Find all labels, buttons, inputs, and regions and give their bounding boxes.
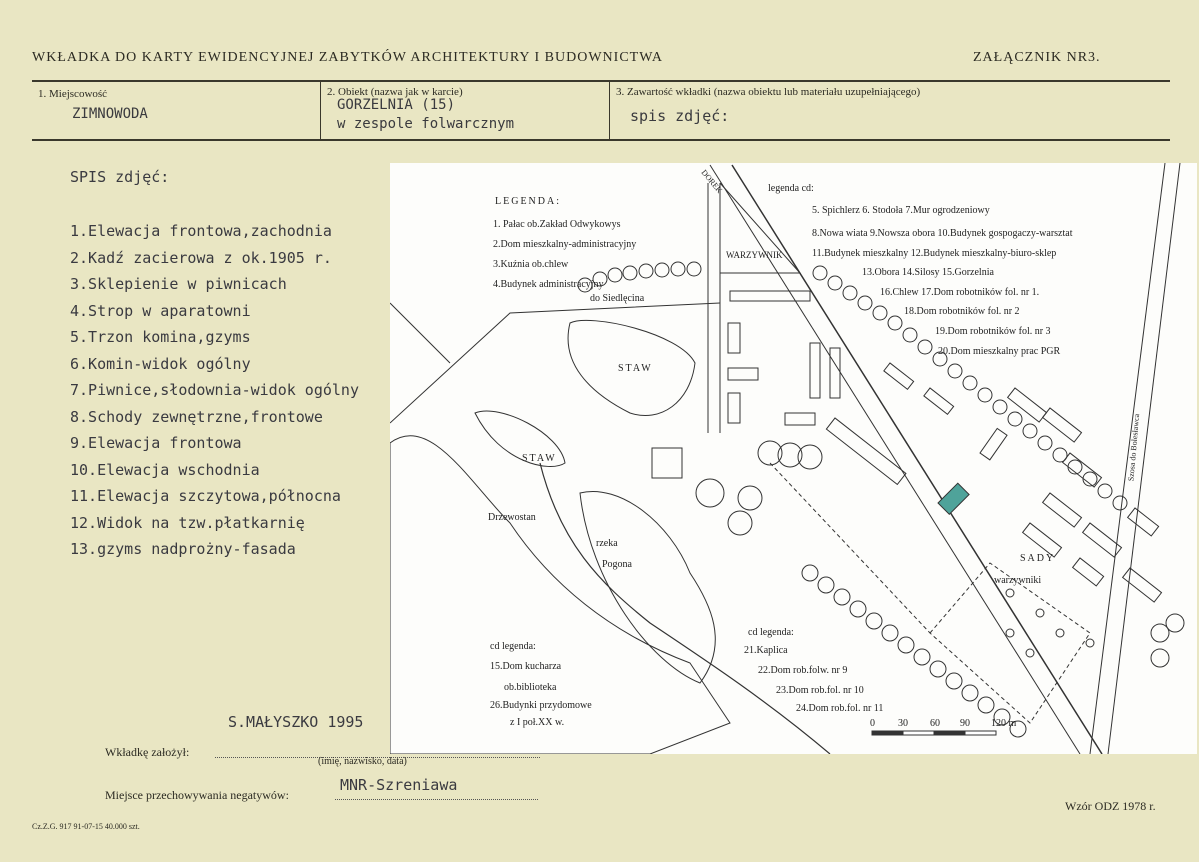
photo-list: 1.Elewacja frontowa,zachodnia 2.Kadź zac… [70, 218, 390, 563]
form-title: WKŁADKA DO KARTY EWIDENCYJNEJ ZABYTKÓW A… [32, 50, 663, 65]
legend-cd-item: 16.Chlew 17.Dom robotników fol. nr 1. [880, 287, 1040, 298]
object-value-2: w zespole folwarcznym [337, 116, 515, 132]
locality-value: ZIMNOWODA [72, 106, 148, 122]
list-item: 13.gzyms nadprożny-fasada [70, 540, 296, 558]
list-item: 8.Schody zewnętrzne,frontowe [70, 407, 323, 426]
legend-cd-item: 5. Spichlerz 6. Stodoła 7.Mur ogrodzenio… [812, 205, 990, 216]
legend-bl-title: cd legenda: [490, 641, 536, 652]
river-label: rzeka [596, 538, 618, 549]
model-label: Wzór ODZ 1978 r. [1065, 799, 1156, 813]
list-item: 11.Elewacja szczytowa,północna [70, 487, 341, 505]
legend-cd-item: 11.Budynek mieszkalny 12.Budynek mieszka… [812, 248, 1057, 259]
legend-cd-item: 19.Dom robotników fol. nr 3 [935, 326, 1051, 337]
site-map: LEGENDA: 1. Pałac ob.Zakład Odwykowys 2.… [390, 163, 1197, 754]
storage-value: MNR-Szreniawa [340, 776, 458, 794]
list-item: 10.Elewacja wschodnia [70, 460, 260, 479]
legend-cd-item: 20.Dom mieszkalny prac PGR [938, 346, 1061, 357]
content-label: 3. Zawartość wkładki (nazwa obiektu lub … [616, 86, 921, 98]
legend-bl-item: 15.Dom kucharza [490, 661, 562, 672]
legend-cd-title: legenda cd: [768, 183, 814, 194]
insert-line [215, 756, 540, 758]
object-label: 2. Obiekt (nazwa jak w karcie) [327, 86, 463, 98]
river-name-label: Pogona [602, 559, 632, 570]
content-value: spis zdjęć: [630, 107, 730, 125]
legend-cd-item: 18.Dom robotników fol. nr 2 [904, 306, 1020, 317]
list-item: 3.Sklepienie w piwnicach [70, 275, 287, 293]
pond-label: STAW [618, 363, 653, 374]
bottom-rule [32, 139, 1170, 141]
legend-bl-item: ob.biblioteka [504, 682, 557, 693]
author-signature: S.MAŁYSZKO 1995 [228, 713, 364, 731]
warzywnik-label: WARZYWNIK [726, 250, 783, 260]
scale-label: 120 m [991, 718, 1017, 729]
gardens-label: warzywniki [994, 575, 1042, 586]
forest-label: Drzewostan [488, 512, 536, 523]
list-item: 12.Widok na tzw.płatkarnię [70, 513, 305, 532]
top-rule [32, 80, 1170, 82]
legend-cd-item: 13.Obora 14.Silosy 15.Gorzelnia [862, 267, 994, 278]
photo-list-heading: SPIS zdjęć: [70, 168, 170, 186]
legend-br-title: cd legenda: [748, 627, 794, 638]
locality-label: 1. Miejscowość [38, 88, 108, 100]
attachment-number: ZAŁĄCZNIK NR3. [973, 50, 1101, 65]
object-value-1: GORZELNIA (15) [337, 97, 456, 113]
legend-item: 2.Dom mieszkalny-administracyjny [493, 239, 637, 250]
list-item: 9.Elewacja frontowa [70, 434, 242, 452]
insert-hint: (imię, nazwisko, data) [318, 756, 407, 767]
list-item: 5.Trzon komina,gzyms [70, 328, 251, 346]
legend-bl-item: 26.Budynki przydomowe [490, 700, 592, 711]
storage-label: Miejsce przechowywania negatywów: [105, 788, 289, 802]
list-item: 1.Elewacja frontowa,zachodnia [70, 222, 332, 240]
distillery-highlight [937, 482, 970, 516]
legend-cd-item: 8.Nowa wiata 9.Nowsza obora 10.Budynek g… [812, 228, 1073, 239]
orchard-label: SADY [1020, 553, 1056, 564]
legend-item: 1. Pałac ob.Zakład Odwykowys [493, 219, 621, 230]
legend-br-item: 21.Kaplica [744, 645, 788, 656]
list-item: 6.Komin-widok ogólny [70, 354, 251, 373]
legend-item: 3.Kuźnia ob.chlew [493, 259, 569, 270]
scale-label: 60 [930, 718, 940, 729]
legend-title: LEGENDA: [495, 196, 561, 207]
divider-2 [609, 81, 610, 139]
print-info: Cz.Z.G. 917 91-07-15 40.000 szt. [32, 822, 140, 831]
storage-line [335, 798, 538, 800]
insert-label: Wkładkę założył: [105, 745, 190, 759]
map-drawing [390, 163, 1185, 754]
list-item: 2.Kadź zacierowa z ok.1905 r. [70, 248, 332, 267]
siedlecin-label: do Siedlęcina [590, 293, 645, 304]
legend-br-item: 24.Dom rob.fol. nr 11 [796, 703, 884, 714]
scale-label: 90 [960, 718, 970, 729]
divider-1 [320, 81, 321, 139]
legend-bl-item: z I poł.XX w. [510, 717, 565, 728]
scale-label: 30 [898, 718, 908, 729]
list-item: 4.Strop w aparatowni [70, 301, 251, 320]
pond-label: STAW [522, 453, 557, 464]
legend-br-item: 22.Dom rob.folw. nr 9 [758, 665, 848, 676]
list-item: 7.Piwnice,słodownia-widok ogólny [70, 381, 359, 399]
legend-br-item: 23.Dom rob.fol. nr 10 [776, 685, 864, 696]
scale-label: 0 [870, 718, 875, 729]
legend-item: 4.Budynek administracyjny [493, 279, 604, 290]
